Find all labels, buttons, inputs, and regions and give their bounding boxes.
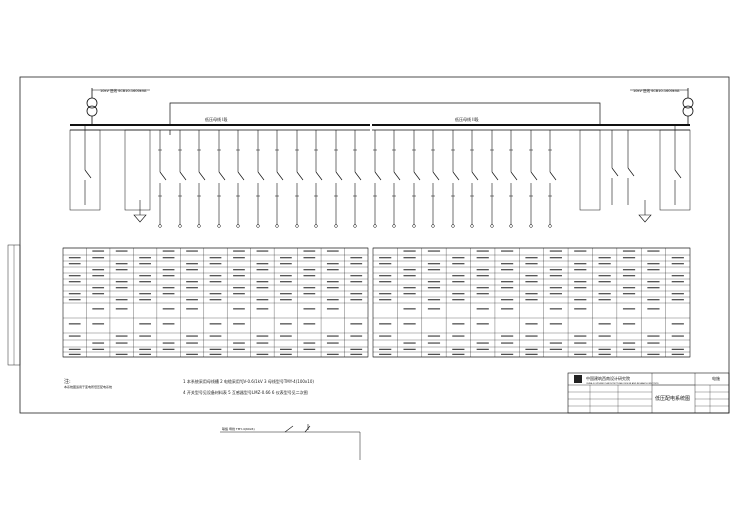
feeder-branches xyxy=(84,125,682,228)
tie-breaker xyxy=(611,130,619,205)
bus-tie xyxy=(169,102,601,135)
feeder-branch xyxy=(314,130,323,228)
incoming-breaker xyxy=(674,125,682,205)
feeder-branch xyxy=(217,130,226,228)
feeder-branch xyxy=(353,130,362,228)
drawing-frame xyxy=(19,76,730,414)
feeder-branch xyxy=(412,130,421,228)
feeder-branch xyxy=(548,130,557,228)
incoming-right-label: 10kV 进线 SCB10-1600kVA xyxy=(633,88,680,93)
company-name-en: CHINA SOUTHWEST ARCHITECTURAL DESIGN AND… xyxy=(586,382,659,385)
notes-line-2: 1 本系统采用母线槽 2 电缆采用YJV-0.6/1kV 3 母线型号TMY-4… xyxy=(183,379,314,384)
feeder-branch xyxy=(295,130,304,228)
panel-schedule-table-left xyxy=(62,247,369,358)
feeder-branch xyxy=(490,130,499,228)
transformer-left xyxy=(86,88,150,125)
incoming-breaker xyxy=(84,125,92,205)
feeder-branch xyxy=(431,130,440,228)
transformer-right xyxy=(630,88,694,125)
notes-line-1: 本系统图适用于变电所低压配电系统 xyxy=(64,385,113,389)
tie-panel xyxy=(579,129,601,211)
feeder-branch xyxy=(509,130,518,228)
feeder-branch xyxy=(256,130,265,228)
feeder-branch xyxy=(373,130,382,228)
neutral-earth-left xyxy=(133,200,147,223)
capacitor-left xyxy=(124,129,151,211)
feeder-branch xyxy=(197,130,206,228)
feeder-branch xyxy=(178,130,187,228)
bottom-detail-label: 联络 母线 TMY-4(60x6) xyxy=(222,426,255,431)
bottom-detail xyxy=(220,424,361,460)
feeder-branch xyxy=(392,130,401,228)
notes-label: 注: xyxy=(64,379,71,385)
feeder-branch xyxy=(236,130,245,228)
tie-breaker xyxy=(627,130,635,205)
feeder-branch xyxy=(451,130,460,228)
notes-line-3: 4 开关型号见设备材料表 5 互感器型号LMZ-0.66 6 仪表型号见二次图 xyxy=(183,390,308,395)
company-name-cn: 中国建筑西南设计研究院 xyxy=(586,375,630,381)
busbar-section-1 xyxy=(70,124,370,131)
feeder-branch xyxy=(529,130,538,228)
busbar-section-2 xyxy=(372,124,690,131)
neutral-earth-right xyxy=(638,200,652,223)
feeder-branch xyxy=(275,130,284,228)
panel-schedule-table-right xyxy=(372,247,691,358)
feeder-branch xyxy=(334,130,343,228)
title-block xyxy=(567,372,730,414)
sheet-number: 电施 xyxy=(712,375,720,381)
feeder-branch xyxy=(470,130,479,228)
incoming-left-label: 10kV 进线 SCB10-1600kVA xyxy=(100,88,147,93)
feeder-branch xyxy=(158,130,167,228)
bus-right-label: 低压母线 II段 xyxy=(455,116,479,122)
drawing-title: 低压配电系统图 xyxy=(655,395,690,402)
bus-left-label: 低压母线 I段 xyxy=(205,116,227,122)
